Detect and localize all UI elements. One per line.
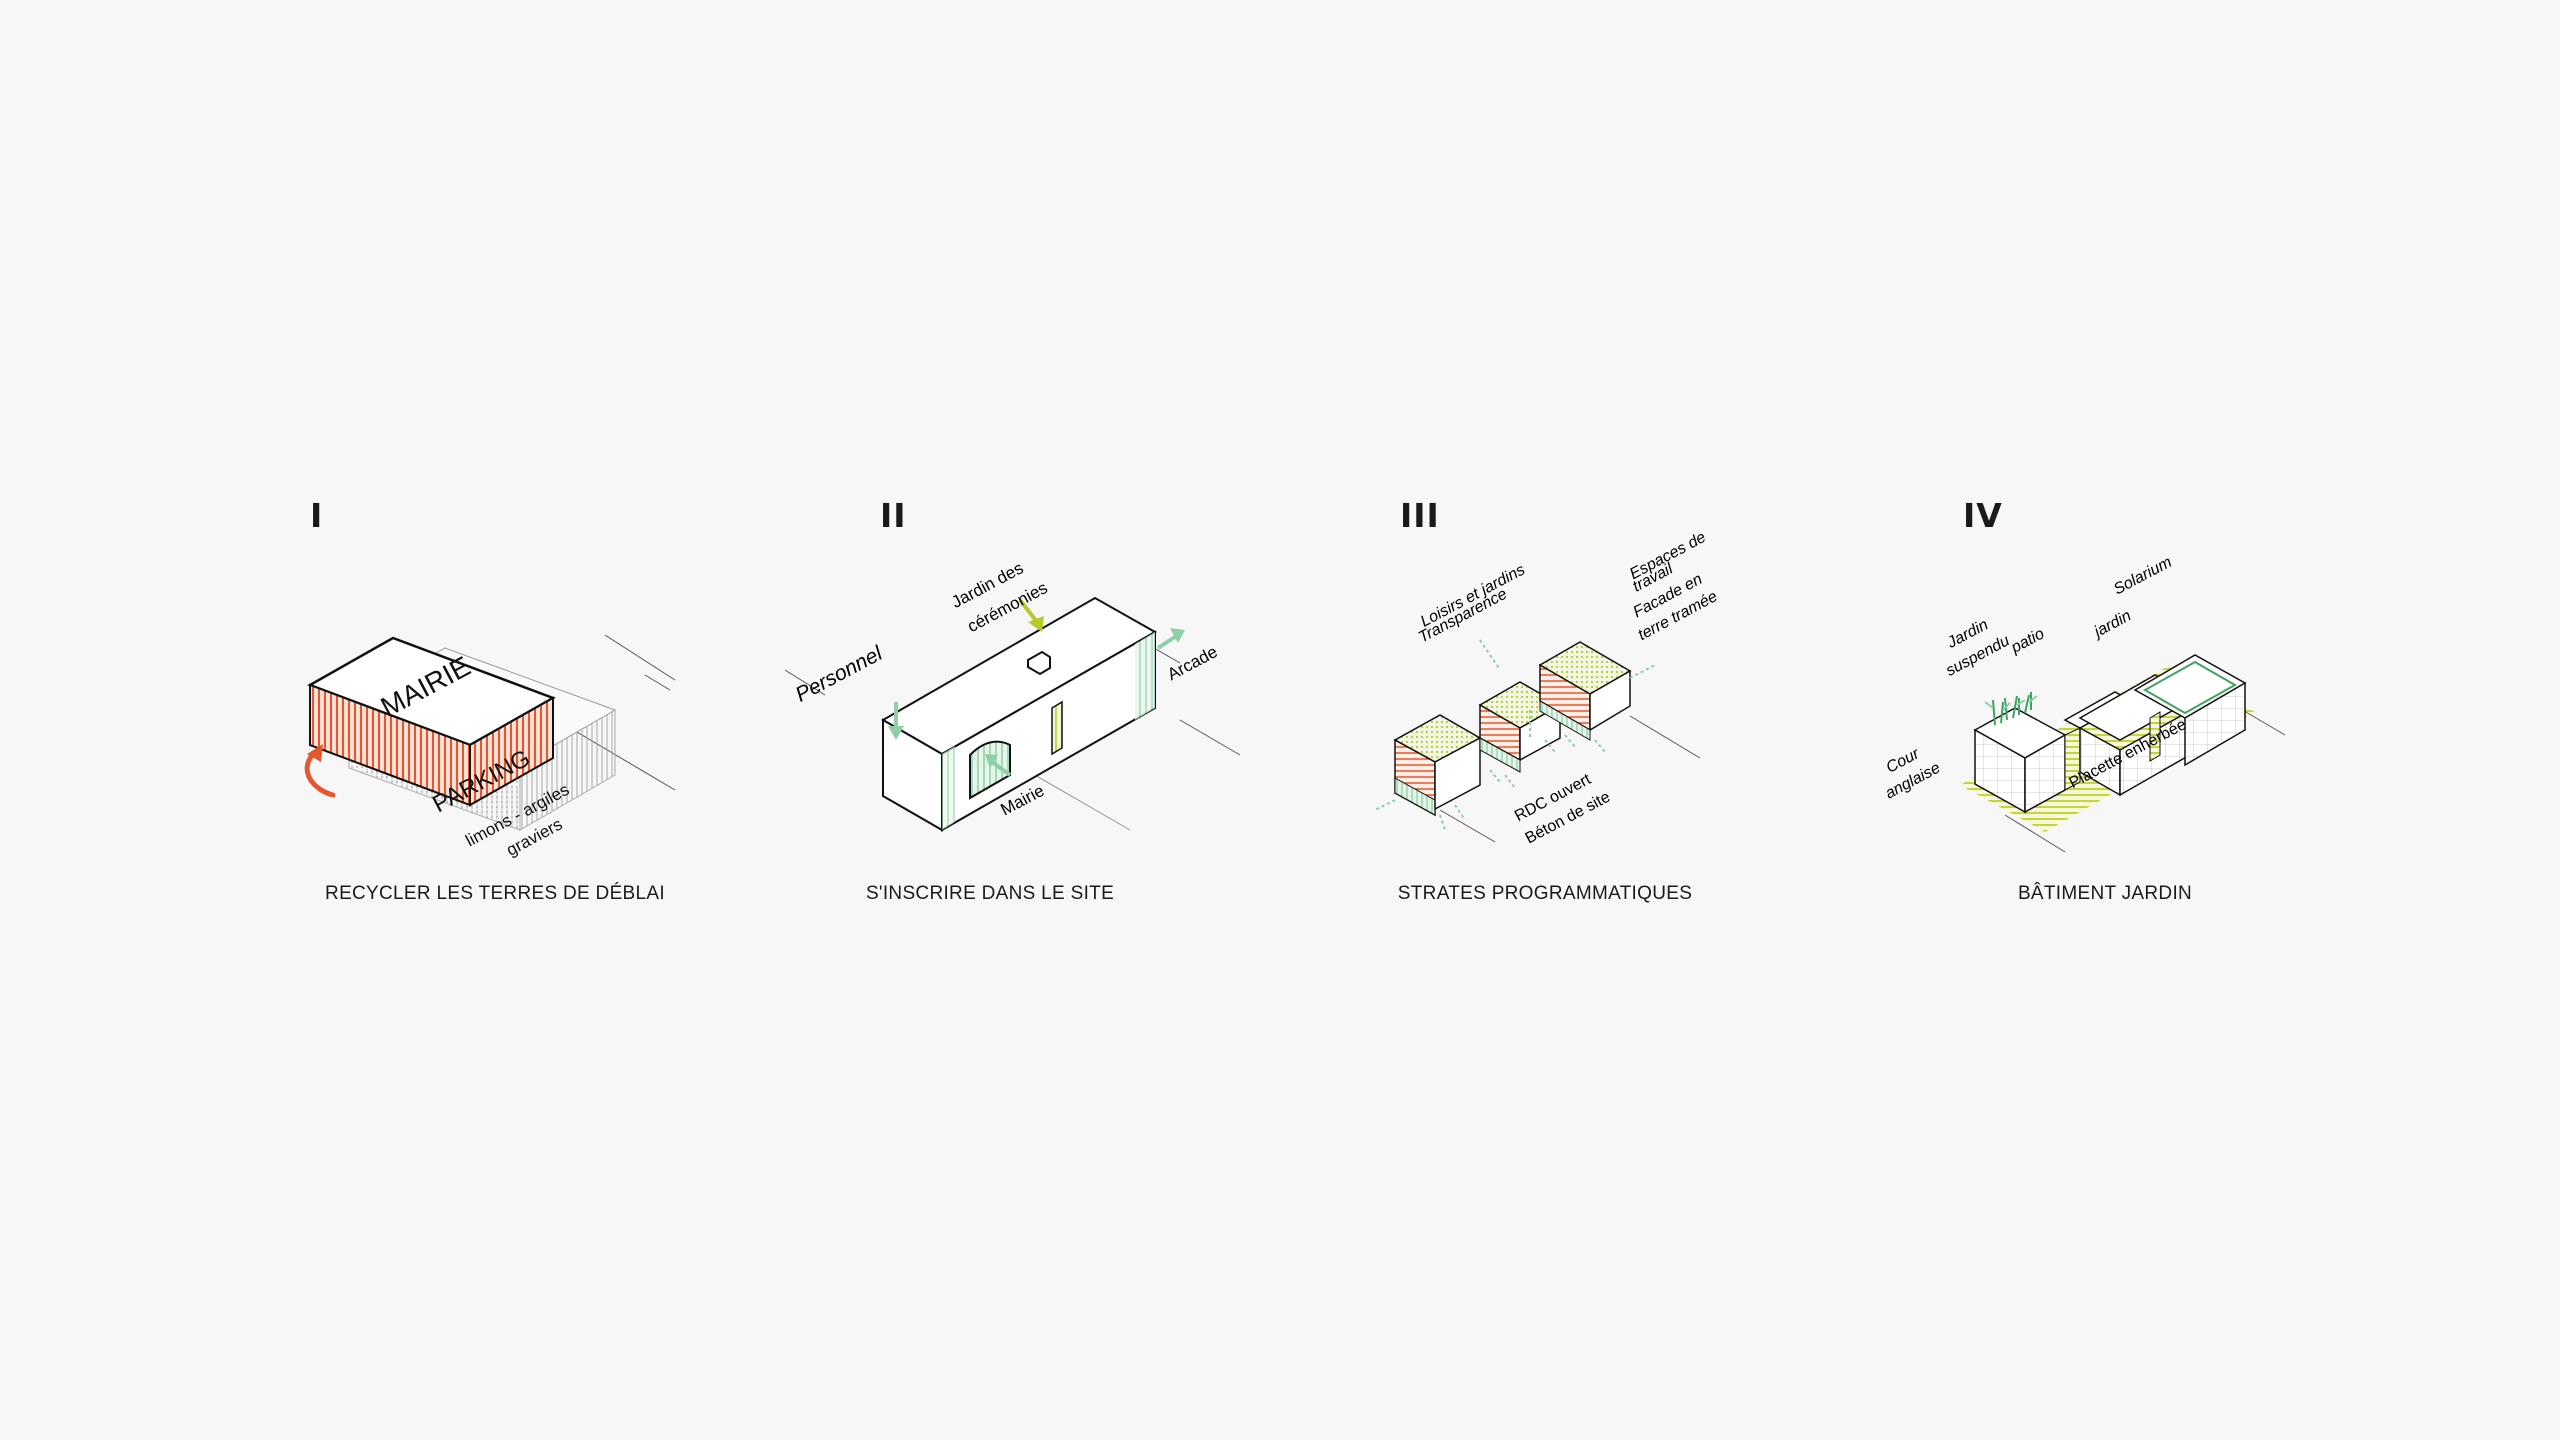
jardin-building — [1973, 654, 2247, 814]
axis-line — [2004, 814, 2066, 853]
caption-3: STRATES PROGRAMMATIQUES — [1397, 883, 1693, 904]
personnel-arrow-icon — [888, 702, 904, 740]
plants-icon — [1984, 692, 2038, 726]
mairie-block — [307, 636, 556, 807]
panel-1: I — [304, 480, 865, 940]
numeral-2: II — [880, 496, 907, 535]
axis-line — [784, 669, 826, 696]
numeral-4: IV — [1963, 496, 2003, 535]
flow-arrows — [1374, 639, 1656, 831]
panel-3: III — [1374, 480, 1950, 940]
patio-label: patio — [2008, 625, 2048, 657]
solarium-label: Solarium — [2111, 554, 2175, 599]
building-block — [880, 596, 1158, 832]
arcade-arrow-icon — [1156, 628, 1185, 650]
arcade-label: Arcade — [1164, 642, 1220, 684]
axis-line — [1629, 715, 1701, 759]
caption-2: S'INSCRIRE DANS LE SITE — [865, 883, 1115, 904]
axis-line — [1179, 719, 1241, 756]
panel-4: IV — [1883, 480, 2515, 940]
mairie-arrow-icon — [985, 754, 1012, 777]
caption-4: BÂTIMENT JARDIN — [2017, 883, 2193, 904]
caption-1: RECYCLER LES TERRES DE DÉBLAI — [325, 883, 665, 904]
numeral-3: III — [1400, 496, 1440, 535]
jardin-arrow-icon — [1018, 598, 1044, 632]
jardin-label: jardin — [2090, 607, 2134, 641]
axis-line — [644, 674, 671, 691]
diagram-2: Jardin des cérémonies Personnel Arcade M… — [792, 558, 1241, 832]
numeral-1: I — [310, 496, 324, 535]
panel-2: II — [792, 480, 1440, 940]
diagram-4: Solarium jardin patio Jardin suspendu Co… — [1883, 554, 2286, 853]
axis-line — [604, 634, 676, 681]
diagram-3: Loisirs et jardins Transparence Espaces … — [1374, 529, 1720, 847]
recycle-arrow-icon — [304, 744, 336, 798]
diagram-1: MAIRIE PARKING limons - argiles graviers — [304, 634, 826, 860]
axis-line — [1439, 809, 1496, 843]
strates-building — [1393, 641, 1632, 817]
